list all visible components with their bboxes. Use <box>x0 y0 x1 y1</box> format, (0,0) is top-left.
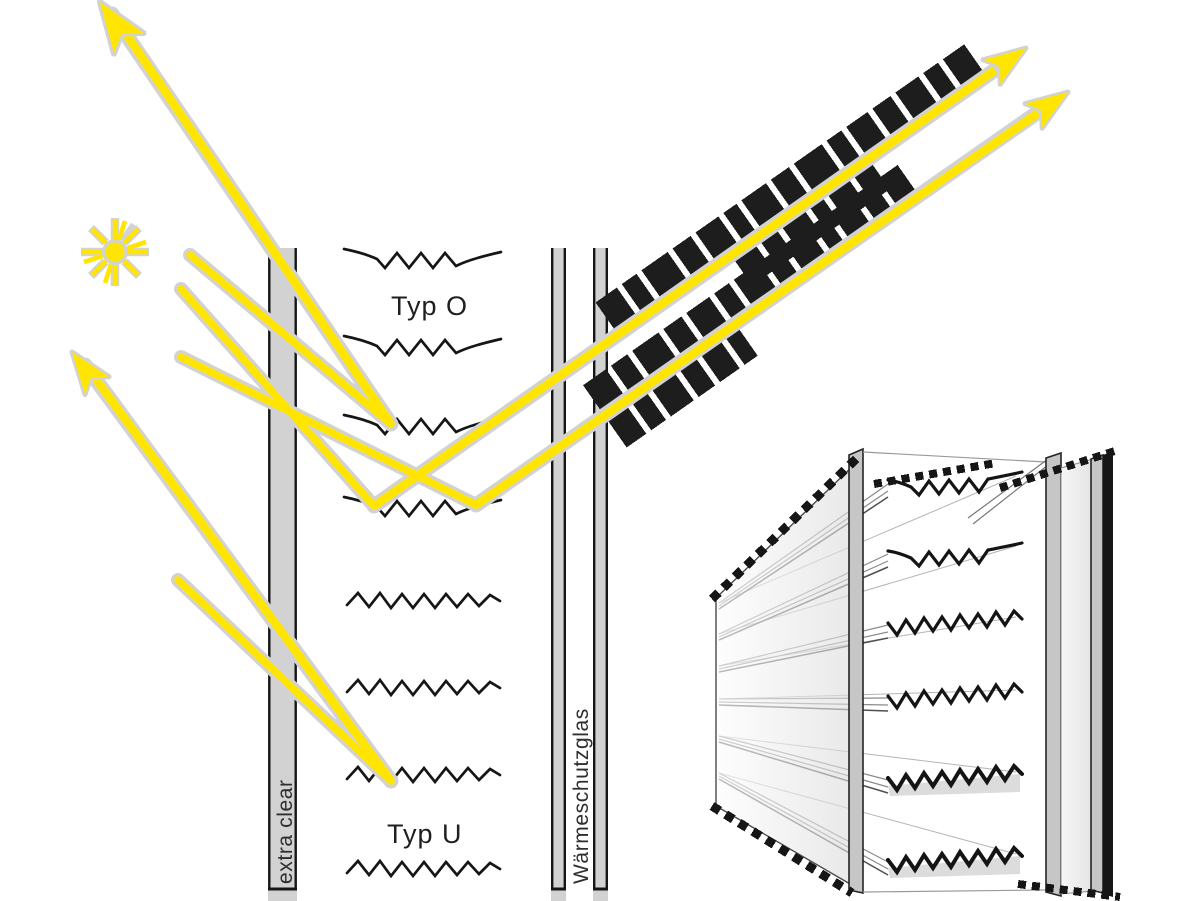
arrowhead-up-left-lower <box>69 349 112 398</box>
label-typ-o: Typ O <box>391 291 468 321</box>
incoming-sun-ray <box>174 576 395 785</box>
inner-glass-pane-1 <box>551 248 566 901</box>
arrowhead-up-right-1 <box>980 45 1029 87</box>
arrowhead-up-right-2 <box>1022 89 1071 131</box>
rear-pane-dark-edge-3d <box>1103 451 1113 897</box>
cavity-top-slope-2 <box>972 464 1049 525</box>
cavity-top-edge <box>862 451 1047 463</box>
inner-pane1-fill <box>551 248 566 901</box>
louver-profile <box>345 764 502 785</box>
label-outer-pane: extra clear <box>274 779 297 884</box>
perspective-inset <box>708 446 1121 901</box>
louver-profile-3d <box>886 541 1024 569</box>
incoming-sun-ray <box>177 285 378 510</box>
sun-icon <box>81 218 149 286</box>
reflected-ray-out-left-lower <box>91 375 395 784</box>
rear-pane2-3d <box>1090 453 1104 895</box>
louver-profile-3d <box>886 681 1024 711</box>
outer-glass-pane <box>268 248 297 901</box>
pixelated-text-band-lower <box>583 164 918 448</box>
sun-rays <box>82 219 148 285</box>
reflected-ray-out-left <box>118 25 395 427</box>
louver-profile-3d <box>886 844 1024 876</box>
pixel-jagged-edge <box>708 453 862 603</box>
louver-profile-3d <box>886 608 1024 638</box>
louver-profile <box>342 247 503 271</box>
louver-profile <box>345 677 502 698</box>
cavity-bottom-edge <box>862 889 1047 893</box>
louver-profile <box>342 334 503 358</box>
pixel-jagged-edge <box>709 802 855 897</box>
pixel-jagged-edge <box>1017 880 1121 901</box>
outer-pane-glass-fill <box>268 248 297 901</box>
light-rays <box>69 0 1071 789</box>
reflected-ray-inward-lower <box>473 109 1041 509</box>
louver-profile-3d <box>886 470 1024 498</box>
louver-profile <box>345 590 502 611</box>
label-typ-u: Typ U <box>387 819 463 849</box>
rear-cavity-face-3d <box>1060 458 1094 895</box>
louver-profile <box>345 858 502 879</box>
rear-pane1-3d <box>1045 451 1062 898</box>
sun-disc <box>105 242 125 262</box>
incoming-sun-ray <box>177 353 480 509</box>
pixel-jagged-edge <box>998 446 1120 492</box>
reflected-ray-inward-upper <box>371 66 998 510</box>
pixel-jagged-edge <box>873 459 997 488</box>
label-thermal-pane: Wärmeschutzglas <box>570 708 593 884</box>
incoming-sun-ray <box>186 251 395 428</box>
louver-zigzags-3d <box>886 470 1024 878</box>
louvers-typ-u <box>345 590 502 879</box>
arrowhead-up-left <box>96 0 147 57</box>
louver-profile-3d <box>886 762 1024 794</box>
front-glass-edge-3d <box>848 447 864 894</box>
